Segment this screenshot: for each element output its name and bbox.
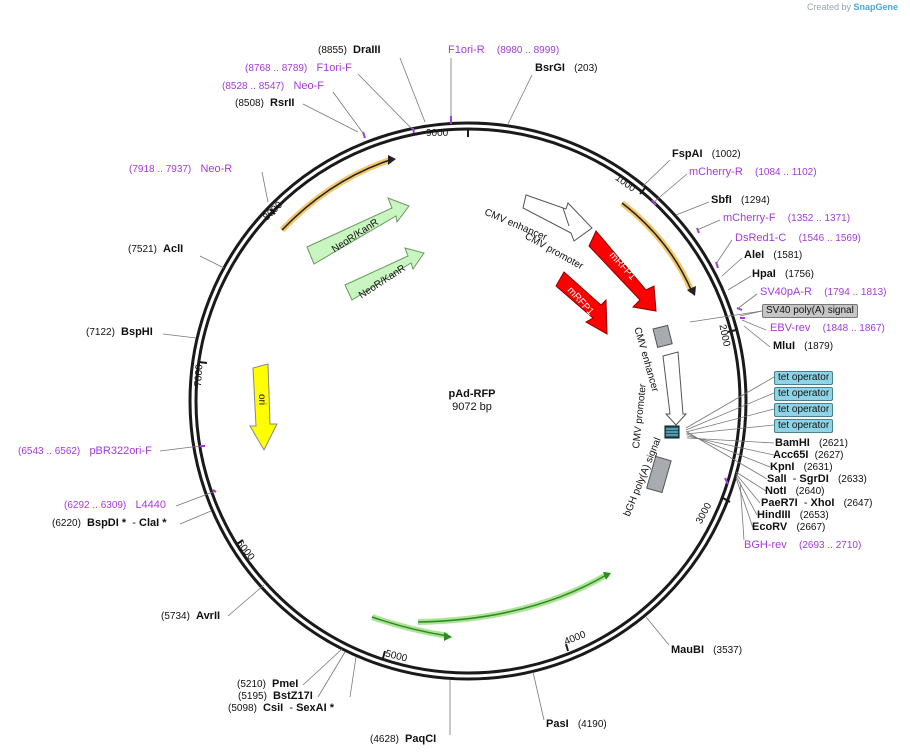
primer-bgh-rev: BGH-rev (2693 .. 2710) <box>744 539 862 551</box>
primer-l4440: (6292 .. 6309) L4440 <box>64 499 167 511</box>
bgh-polya-box <box>646 455 672 494</box>
enzyme-bsphi: (7122) BspHI <box>86 326 153 338</box>
ori-arrow <box>249 363 278 452</box>
callout-lines <box>159 57 775 735</box>
feature-ori-label: ori <box>256 394 267 406</box>
cmv-promoter-inner-arrow <box>662 351 688 426</box>
neokanr-outer-arrow <box>306 197 410 265</box>
primer-ebv-rev: EBV-rev (1848 .. 1867) <box>770 322 885 334</box>
enzyme-hindiii: HindIII (2653) <box>757 509 829 521</box>
enzyme-csii: (5098) CsiI - SexAI * <box>228 702 334 714</box>
orf-arrows-green <box>371 571 611 641</box>
orf-arrows-orange <box>279 155 696 296</box>
enzyme-hpai: HpaI (1756) <box>752 268 814 280</box>
feature-tet-operator-1: tet operator <box>774 371 834 385</box>
enzyme-paer7i: PaeR7I - XhoI (2647) <box>761 497 873 509</box>
feature-tet-operator-2: tet operator <box>774 387 834 401</box>
enzyme-rsrii: (8508) RsrII <box>235 97 295 109</box>
enzyme-avrii: (5734) AvrII <box>161 610 221 622</box>
plasmid-size: 9072 bp <box>452 401 492 413</box>
feature-tet-operator-3: tet operator <box>774 403 834 417</box>
enzyme-noti: NotI (2640) <box>765 485 825 497</box>
enzyme-bspdi: (6220) BspDI * - ClaI * <box>52 517 167 529</box>
enzyme-draiii: (8855) DraIII <box>318 44 381 56</box>
enzyme-paqci: (4628) PaqCI <box>370 733 437 745</box>
enzyme-ecorv: EcoRV (2667) <box>752 521 826 533</box>
primer-mcherry-r: mCherry-R (1084 .. 1102) <box>689 166 817 178</box>
primer-f1ori-r: F1ori-R (8980 .. 8999) <box>448 44 560 56</box>
enzyme-fspai: FspAI (1002) <box>672 148 741 160</box>
primer-pbr322ori-f: (6543 .. 6562) pBR322ori-F <box>18 445 152 457</box>
primer-neo-r: (7918 .. 7937) Neo-R <box>129 163 233 175</box>
cmv-enhancer-inner-box <box>652 324 673 349</box>
mrfp1-outer-arrow <box>588 230 657 312</box>
feature-sv40-polya-pill: SV40 poly(A) signal <box>762 304 858 318</box>
plasmid-name: pAd-RFP <box>448 388 496 400</box>
enzyme-bstz17i: (5195) BstZ17I <box>238 690 313 702</box>
primer-neo-f: (8528 .. 8547) Neo-F <box>222 80 324 92</box>
tick-label-7000: 7000 <box>192 364 206 387</box>
snapgene-brand: Created by SnapGene <box>806 2 898 12</box>
primer-f1ori-f: (8768 .. 8789) F1ori-F <box>245 62 352 74</box>
enzyme-mlui: MluI (1879) <box>773 340 834 352</box>
mrfp1-inner-arrow <box>555 271 608 335</box>
primer-sites <box>200 116 745 493</box>
backbone-outer <box>188 121 748 681</box>
enzyme-bamhi: BamHI (2621) <box>775 437 848 449</box>
enzyme-sali: SalI - SgrDI (2633) <box>767 473 867 485</box>
enzyme-acc65i: Acc65I (2627) <box>773 449 844 461</box>
primer-dsred1-c: DsRed1-C (1546 .. 1569) <box>735 232 861 244</box>
enzyme-alei: AleI (1581) <box>744 249 803 261</box>
enzyme-pasi: PasI (4190) <box>546 718 607 730</box>
primer-mcherry-f: mCherry-F (1352 .. 1371) <box>723 212 851 224</box>
tick-label-9000: 9000 <box>426 128 449 139</box>
enzyme-maubi: MauBI (3537) <box>671 644 743 656</box>
enzyme-pmei: (5210) PmeI <box>237 678 299 690</box>
cmv-enhancer-outer-arrow <box>522 194 593 242</box>
enzyme-bsrgi: BsrGI (203) <box>535 62 598 74</box>
feature-tet-operator-4: tet operator <box>774 419 834 433</box>
tick-marks <box>198 129 737 659</box>
enzyme-sbfi: SbfI (1294) <box>711 194 770 206</box>
neokanr-inner-arrow <box>344 247 425 301</box>
primer-sv40pa-r: SV40pA-R (1794 .. 1813) <box>760 286 887 298</box>
enzyme-kpni: KpnI (2631) <box>770 461 833 473</box>
enzyme-acli: (7521) AclI <box>128 243 184 255</box>
